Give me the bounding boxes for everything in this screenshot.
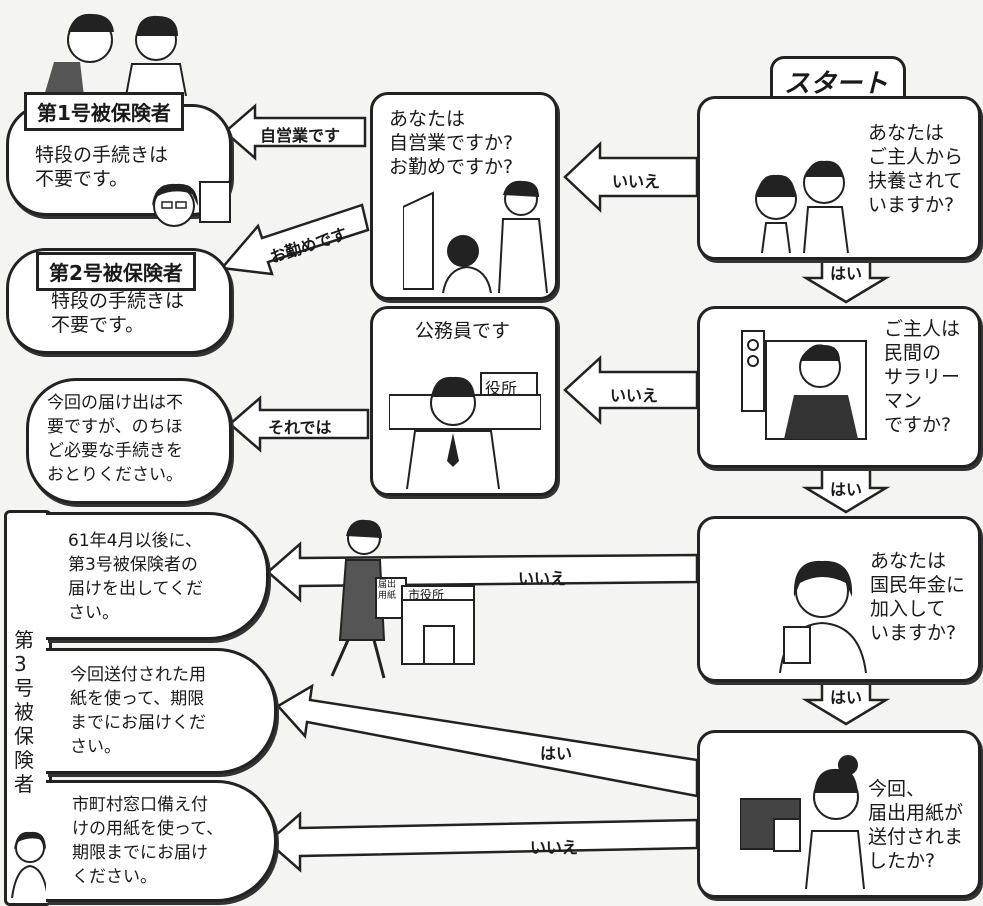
question-salaryman-text: ご主人は 民間の サラリー マン ですか?: [884, 318, 961, 436]
start-label: スタート: [784, 69, 889, 99]
arrow-label-no-1: いいえ: [612, 172, 661, 191]
civil-servant-text: 公務員です: [415, 320, 511, 342]
question-form-sent-text: 今回、 届出用紙が 送付されま したか?: [868, 778, 964, 872]
type1-tag: 第1号被保険者: [24, 92, 184, 131]
office-sign: 役所: [485, 379, 518, 398]
woman-portrait-illustration: [10, 818, 50, 902]
farmer-couple-illustration: [40, 2, 200, 100]
businessman-illustration: [740, 327, 870, 451]
question-salaryman-box: ご主人は 民間の サラリー マン ですか?: [697, 306, 981, 468]
city-office-sign: 市役所: [408, 588, 445, 602]
office-woman-illustration: [140, 176, 232, 254]
civil-servant-note-text: 今回の届け出は不 要ですが、のちほ ど必要な手続きを おとりください。: [47, 393, 183, 485]
civil-servant-note-bubble: 今回の届け出は不 要ですが、のちほ ど必要な手続きを おとりください。: [26, 378, 232, 504]
form-label: 届出 用紙: [378, 580, 397, 601]
question-form-sent-box: 今回、 届出用紙が 送付されま したか?: [697, 730, 981, 898]
start-tag: [770, 56, 906, 103]
arrow-label-yes-2: はい: [830, 480, 863, 499]
woman-with-booklet-illustration: [766, 549, 876, 677]
arrow-label-no-2: いいえ: [610, 386, 659, 405]
type3c-box: 市町村窓口備え付 けの用紙を使って、 期限までにお届け ください。: [46, 780, 277, 902]
question-dependent-box: あなたは ご主人から 扶養されて いますか?: [697, 96, 981, 260]
type1-text: 特段の手続きは 不要です。: [35, 144, 169, 190]
woman-at-mailbox-illustration: [739, 753, 866, 893]
arrow-label-no-4: いいえ: [530, 838, 579, 857]
couple-illustration: [742, 153, 862, 261]
type3b-text: 今回送付された用 紙を使って、期限 までにお届けくだ さい。: [70, 665, 206, 757]
arrow-label-no-3: いいえ: [518, 569, 567, 588]
type3a-text: 61年4月以後に、 第3号被保険者の 届けを出してくだ さい。: [68, 531, 203, 623]
arrow-label-self-employed: 自営業です: [260, 126, 341, 145]
type3a-box: 61年4月以後に、 第3号被保険者の 届けを出してくだ さい。: [46, 512, 269, 640]
question-pension-box: あなたは 国民年金に 加入して いますか?: [697, 516, 981, 682]
arrow-label-yes-1: はい: [830, 264, 863, 283]
question-dependent-text: あなたは ご主人から 扶養されて いますか?: [868, 122, 964, 216]
type3b-box: 今回送付された用 紙を使って、期限 までにお届けくだ さい。: [46, 648, 277, 774]
woman-walking-to-city-office-illustration: [318, 516, 478, 688]
question-self-employed-text: あなたは 自営業ですか? お勤めですか?: [389, 108, 514, 178]
counter-clerk-illustration: [402, 179, 553, 297]
type3-side-tag: 第3号被保険者: [14, 628, 34, 796]
question-pension-text: あなたは 国民年金に 加入して いますか?: [870, 550, 966, 644]
type2-text: 特段の手続きは 不要です。: [51, 290, 185, 336]
civil-servant-box: 公務員です 役所: [370, 306, 558, 496]
arrow-label-yes-3: はい: [830, 688, 863, 707]
question-self-employed-box: あなたは 自営業ですか? お勤めですか?: [370, 92, 558, 300]
arrow-label-yes-4: はい: [540, 744, 573, 763]
arrow-label-then: それでは: [268, 418, 332, 437]
type3c-text: 市町村窓口備え付 けの用紙を使って、 期限までにお届け ください。: [72, 795, 224, 887]
civil-servant-illustration: [388, 351, 542, 493]
type2-tag: 第2号被保険者: [36, 252, 196, 291]
